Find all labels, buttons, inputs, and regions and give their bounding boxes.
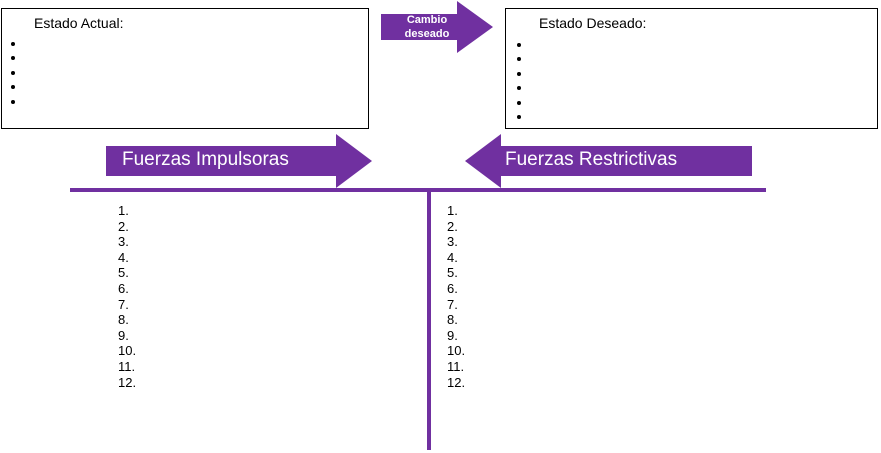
numbered-item: 12. xyxy=(447,374,466,390)
driving-forces-label: Fuerzas Impulsoras xyxy=(122,149,289,170)
numbered-item: 9. xyxy=(447,327,458,343)
numbered-item: 6. xyxy=(447,280,458,296)
change-arrow: Cambio deseado xyxy=(381,1,493,53)
arrow-right-icon xyxy=(381,1,493,53)
numbered-item: 9. xyxy=(118,327,129,343)
numbered-item: 5. xyxy=(447,265,458,281)
numbered-item: 7. xyxy=(447,296,458,312)
numbered-item: 10. xyxy=(118,343,137,359)
numbered-item: 1. xyxy=(118,203,129,218)
restraining-forces-list: 1.2.3.4.5.6.7.8.9.10.11.12. xyxy=(447,203,465,390)
numbered-item: 7. xyxy=(118,296,129,312)
numbered-item: 2. xyxy=(118,218,129,234)
numbered-item: 3. xyxy=(118,234,129,250)
numbered-item: 12. xyxy=(118,374,137,390)
t-chart-horizontal-line xyxy=(70,188,766,192)
numbered-item: 4. xyxy=(447,249,458,265)
numbered-item: 11. xyxy=(447,358,465,374)
numbered-item: 4. xyxy=(118,249,129,265)
numbered-item: 8. xyxy=(447,312,458,328)
change-arrow-line1: Cambio xyxy=(406,14,448,26)
numbered-item: 11. xyxy=(118,358,136,374)
restraining-forces-arrow: Fuerzas Restrictivas xyxy=(465,134,752,188)
restraining-forces-label: Fuerzas Restrictivas xyxy=(505,149,678,170)
t-chart-vertical-line xyxy=(427,188,431,450)
change-arrow-label: Cambio deseado xyxy=(387,13,467,41)
numbered-item: 6. xyxy=(118,280,129,296)
current-state-box: Estado Actual: xyxy=(1,8,369,129)
driving-forces-arrow: Fuerzas Impulsoras xyxy=(106,134,372,188)
arrow-right-icon xyxy=(106,134,372,188)
numbered-item: 1. xyxy=(447,203,458,218)
change-arrow-line2: deseado xyxy=(404,28,450,40)
current-state-title: Estado Actual: xyxy=(34,15,124,31)
numbered-item: 10. xyxy=(447,343,466,359)
arrow-left-icon xyxy=(465,134,752,188)
numbered-item: 3. xyxy=(447,234,458,250)
numbered-item: 2. xyxy=(447,218,458,234)
desired-state-box: Estado Deseado: xyxy=(505,8,878,129)
desired-state-title: Estado Deseado: xyxy=(539,15,647,31)
driving-forces-list: 1.2.3.4.5.6.7.8.9.10.11.12. xyxy=(118,203,136,390)
numbered-item: 8. xyxy=(118,312,129,328)
numbered-item: 5. xyxy=(118,265,129,281)
